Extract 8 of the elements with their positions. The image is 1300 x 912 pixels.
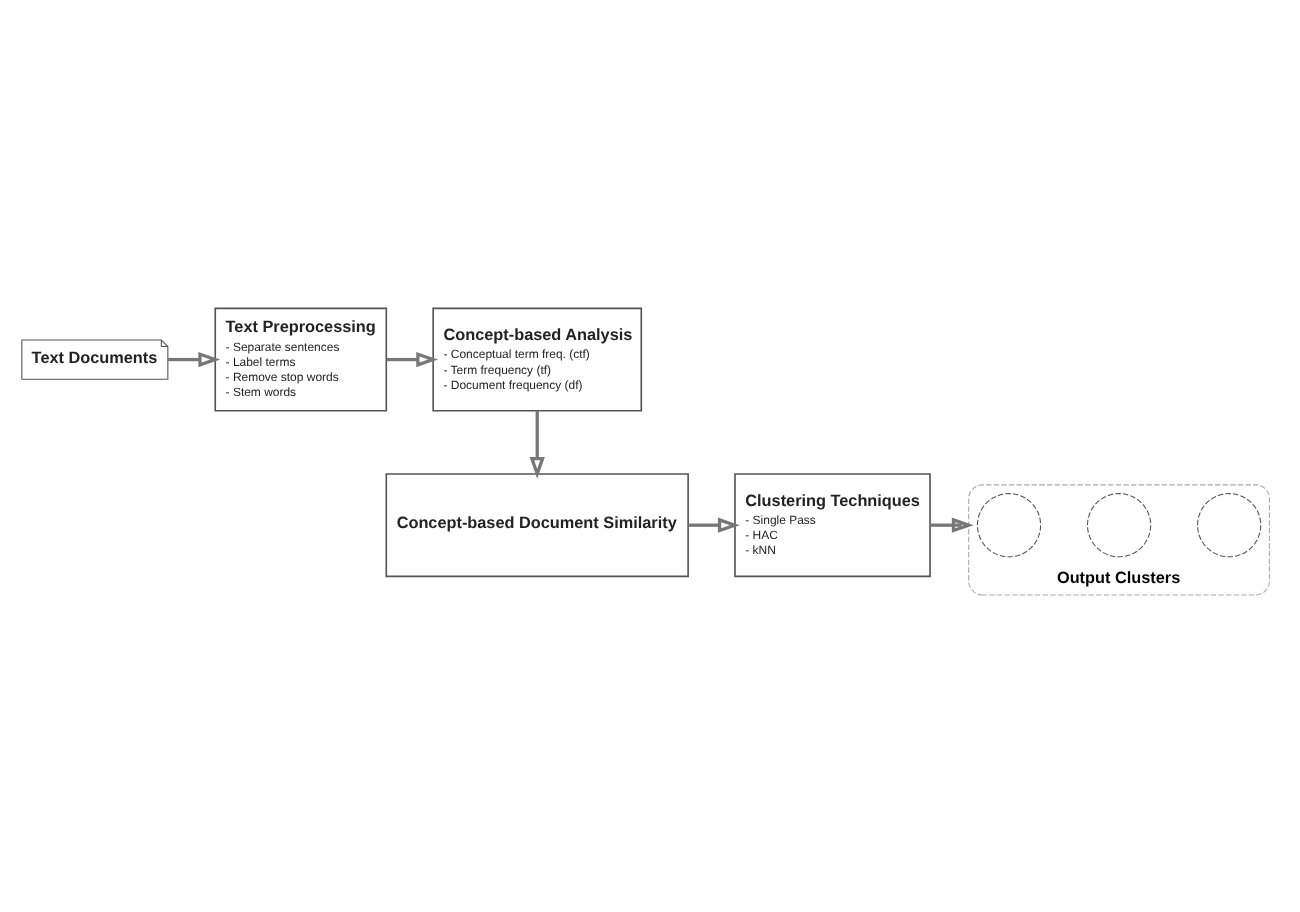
- arrow: [930, 517, 974, 533]
- node-circle: [1197, 493, 1262, 558]
- arrow: [168, 351, 221, 368]
- arrow: [386, 351, 439, 368]
- node-circle: [1086, 493, 1152, 558]
- node-circle: [976, 493, 1042, 558]
- arrow: [688, 517, 740, 533]
- arrow: [529, 411, 545, 479]
